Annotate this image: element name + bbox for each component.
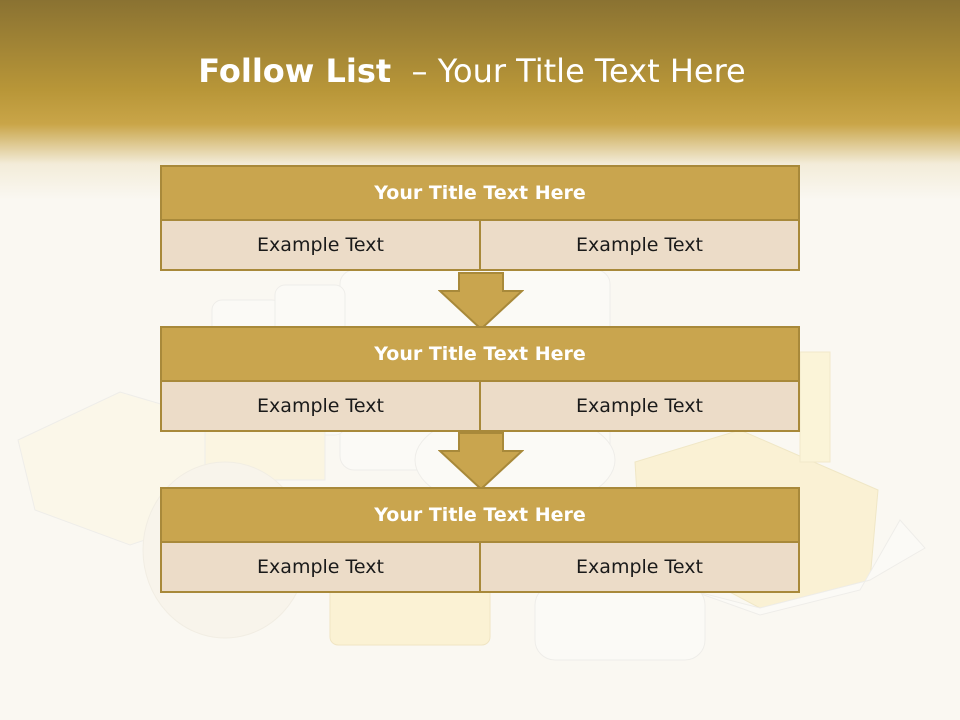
block-cell-right: Example Text <box>481 543 800 593</box>
block-title: Your Title Text Here <box>160 487 800 543</box>
block-row: Example Text Example Text <box>160 543 800 593</box>
down-arrow-icon <box>438 272 524 330</box>
block-cell-left: Example Text <box>160 382 481 432</box>
slide-title: Follow List – Your Title Text Here <box>0 52 944 90</box>
block-cell-right: Example Text <box>481 382 800 432</box>
block-row: Example Text Example Text <box>160 221 800 271</box>
title-bold: Follow List <box>198 52 392 90</box>
list-block-2: Your Title Text Here Example Text Exampl… <box>160 326 800 432</box>
block-cell-right: Example Text <box>481 221 800 271</box>
down-arrow-icon <box>438 432 524 490</box>
title-rest: – Your Title Text Here <box>411 52 746 90</box>
block-row: Example Text Example Text <box>160 382 800 432</box>
block-cell-left: Example Text <box>160 543 481 593</box>
block-title: Your Title Text Here <box>160 165 800 221</box>
block-cell-left: Example Text <box>160 221 481 271</box>
list-block-1: Your Title Text Here Example Text Exampl… <box>160 165 800 271</box>
block-title: Your Title Text Here <box>160 326 800 382</box>
list-block-3: Your Title Text Here Example Text Exampl… <box>160 487 800 593</box>
